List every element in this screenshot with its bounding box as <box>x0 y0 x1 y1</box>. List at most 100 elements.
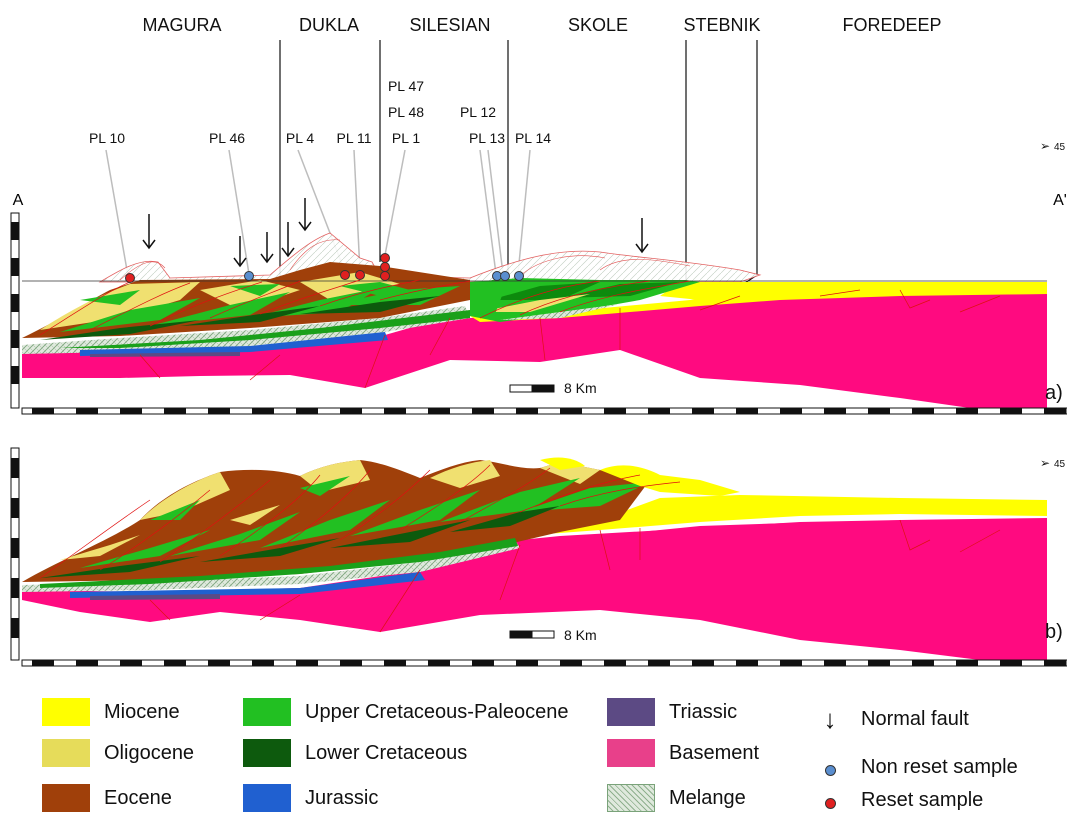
scale-segment <box>692 660 714 666</box>
legend-label-basement: Basement <box>669 742 759 765</box>
legend-label-reset: Reset sample <box>861 789 983 812</box>
svg-text:8 Km: 8 Km <box>564 380 597 396</box>
reset-sample <box>126 274 135 283</box>
swatch-miocene <box>42 698 90 726</box>
scale-segment <box>1044 660 1066 666</box>
scale-segment <box>560 660 582 666</box>
section-panel-b: 8 Km b) <box>11 448 1067 666</box>
legend-item-upper-cret: Upper Cretaceous-Paleocene <box>243 697 569 727</box>
scale-segment <box>120 408 142 414</box>
scale-segment <box>956 660 978 666</box>
horizontal-scale-a <box>22 408 1067 414</box>
legend-item-jurassic: Jurassic <box>243 783 378 813</box>
scale-segment <box>648 660 670 666</box>
sample-label-pl48: PL 48 <box>388 104 424 120</box>
legend-item-normal-fault: ↓ Normal fault <box>815 704 969 734</box>
sample-label-pl13: PL 13 <box>469 130 505 146</box>
panel-label-b: b) <box>1045 621 1063 643</box>
unit-boundaries <box>280 40 757 283</box>
scale-segment <box>340 660 362 666</box>
sample-label-pl46: PL 46 <box>209 130 245 146</box>
scale-segment <box>692 408 714 414</box>
unit-dukla: DUKLA <box>299 15 359 35</box>
scale-segment <box>340 408 362 414</box>
normal-fault-icon <box>636 218 648 252</box>
legend-label-lower-cret: Lower Cretaceous <box>305 742 467 765</box>
scale-segment <box>956 408 978 414</box>
reset-sample <box>341 271 350 280</box>
scale-segment <box>912 660 934 666</box>
scale-segment <box>1000 408 1022 414</box>
legend-item-basement: Basement <box>607 738 759 768</box>
section-start-label: A <box>13 192 24 209</box>
reset-sample-icon <box>825 798 836 809</box>
scale-segment <box>296 408 318 414</box>
scale-segment <box>208 408 230 414</box>
sample-label-pl11: PL 11 <box>336 130 371 146</box>
unit-silesian: SILESIAN <box>409 15 490 35</box>
scale-segment <box>472 408 494 414</box>
swatch-jurassic <box>243 784 291 812</box>
scale-segment <box>780 408 802 414</box>
scale-segment <box>384 660 406 666</box>
non-reset-sample-icon <box>825 765 836 776</box>
unit-magura: MAGURA <box>142 15 221 35</box>
normal-fault-icon <box>143 214 155 248</box>
scale-segment <box>384 408 406 414</box>
swatch-basement <box>607 739 655 767</box>
legend-item-eocene: Eocene <box>42 783 172 813</box>
scale-segment <box>604 660 626 666</box>
unit-skole: SKOLE <box>568 15 628 35</box>
legend-label-non-reset: Non reset sample <box>861 756 1018 779</box>
scale-segment <box>296 660 318 666</box>
scale-segment <box>868 408 890 414</box>
legend-item-non-reset: Non reset sample <box>815 752 1018 782</box>
scale-bar-b: 8 Km <box>510 627 597 643</box>
sample-label-pl4: PL 4 <box>286 130 314 146</box>
scale-segment <box>32 408 54 414</box>
sample-label-pl10: PL 10 <box>89 130 125 146</box>
scale-segment <box>252 408 274 414</box>
horizontal-scale-b <box>22 660 1067 666</box>
normal-fault-icon: ↓ <box>815 704 845 735</box>
scale-segment <box>1000 660 1022 666</box>
sample-labels: PL 10 PL 46 PL 4 PL 11 PL 1 PL 47 PL 48 … <box>89 78 551 146</box>
panel-label-a: a) <box>1045 382 1063 404</box>
scale-segment <box>824 660 846 666</box>
scale-segment <box>1044 408 1066 414</box>
legend-item-triassic: Triassic <box>607 697 737 727</box>
scale-segment <box>868 660 890 666</box>
sample-label-pl47: PL 47 <box>388 78 424 94</box>
svg-text:8 Km: 8 Km <box>564 627 597 643</box>
non-reset-sample <box>515 272 524 281</box>
scale-segment <box>736 408 758 414</box>
scale-segment <box>428 408 450 414</box>
legend-label-triassic: Triassic <box>669 701 737 724</box>
swatch-upper-cret <box>243 698 291 726</box>
scale-segment <box>76 660 98 666</box>
reset-sample <box>381 263 390 272</box>
scale-segment <box>472 660 494 666</box>
stebnik-foredeep-boundary <box>745 40 757 283</box>
scale-segment <box>120 660 142 666</box>
scale-segment <box>516 408 538 414</box>
scale-segment <box>604 408 626 414</box>
ve-marker-b: ➢ 45 <box>1040 456 1066 470</box>
ve-marker-a: ➢ 45 <box>1040 139 1066 153</box>
legend-item-melange: Melange <box>607 783 746 813</box>
legend-item-lower-cret: Lower Cretaceous <box>243 738 467 768</box>
legend-label-melange: Melange <box>669 787 746 810</box>
legend-item-miocene: Miocene <box>42 697 180 727</box>
svg-text:45: 45 <box>1054 459 1066 470</box>
scale-bar-a: 8 Km <box>510 380 597 396</box>
sample-label-pl12: PL 12 <box>460 104 496 120</box>
legend-label-upper-cret: Upper Cretaceous-Paleocene <box>305 701 569 724</box>
swatch-melange <box>607 784 655 812</box>
swatch-oligocene <box>42 739 90 767</box>
scale-segment <box>648 408 670 414</box>
swatch-lower-cret <box>243 739 291 767</box>
unit-foredeep: FOREDEEP <box>842 15 941 35</box>
scale-segment <box>780 660 802 666</box>
normal-fault-icon <box>299 198 311 230</box>
scale-segment <box>32 660 54 666</box>
